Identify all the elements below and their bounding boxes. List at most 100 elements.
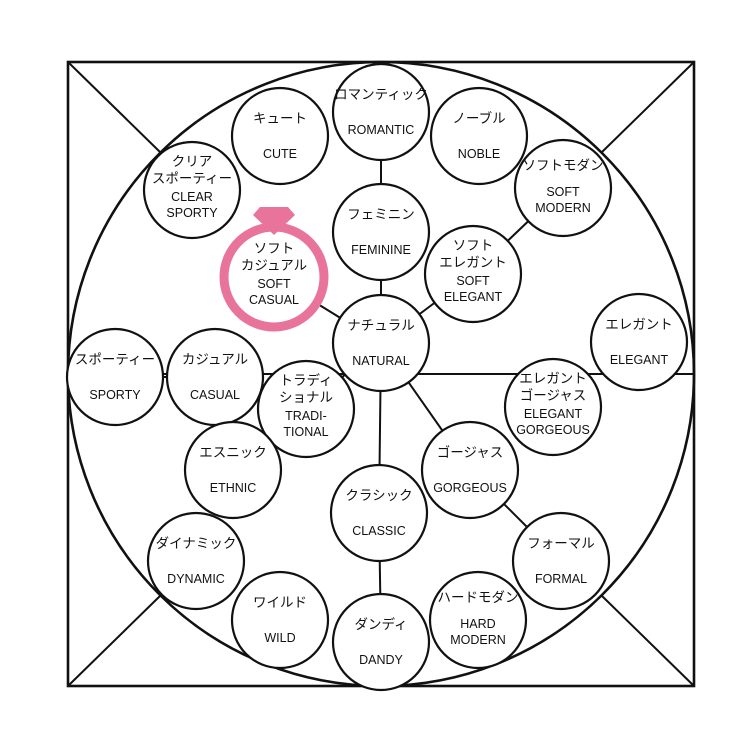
highlight-ring-icon	[219, 207, 329, 332]
node-label-japanese: エレガント	[605, 317, 673, 333]
node-label-english: FORMAL	[535, 572, 587, 586]
node-label-english: GORGEOUS	[516, 423, 590, 437]
node-label-english: SPORTY	[89, 388, 141, 402]
node-label-english: MODERN	[535, 201, 591, 215]
node-label-japanese: キュート	[253, 111, 307, 127]
node-natural: ナチュラル NATURAL	[331, 293, 431, 393]
node-label-japanese: ゴージャス	[520, 387, 587, 404]
node-label-japanese: ソフト	[254, 241, 295, 257]
node-label-english: ELEGANT	[524, 407, 583, 421]
node-circle	[331, 62, 431, 162]
node-circle	[230, 86, 330, 186]
corner-diagonal-bottom-left	[67, 595, 161, 687]
node-wild: ワイルド WILD	[230, 570, 330, 670]
node-circle	[183, 420, 283, 520]
node-label-english: NATURAL	[352, 354, 409, 368]
node-label-english: MODERN	[450, 633, 506, 647]
node-label-japanese: フェミニン	[347, 207, 415, 223]
node-circle	[142, 140, 242, 240]
node-romantic: ロマンティック ROMANTIC	[331, 62, 431, 162]
node-label-english: DYNAMIC	[167, 572, 225, 586]
node-gorgeous: ゴージャス GORGEOUS	[420, 420, 520, 520]
node-label-japanese: クラシック	[345, 488, 412, 504]
node-label-japanese: ハードモダン	[438, 590, 519, 606]
node-label-english: CUTE	[263, 147, 297, 161]
node-circle	[331, 182, 431, 282]
node-circle	[331, 293, 431, 393]
node-label-japanese: ソフト	[453, 238, 494, 254]
node-circle	[331, 592, 431, 692]
node-label-english: CASUAL	[249, 293, 299, 307]
node-circle	[230, 570, 330, 670]
node-label-english: CLEAR	[171, 190, 213, 204]
node-label-english: CLASSIC	[352, 524, 406, 538]
node-label-japanese: ワイルド	[253, 595, 307, 611]
node-label-japanese: ノーブル	[452, 110, 505, 127]
node-label-english: NOBLE	[458, 147, 500, 161]
node-circle	[589, 292, 689, 392]
node-label-english: GORGEOUS	[433, 481, 507, 495]
node-label-english: WILD	[264, 631, 295, 645]
node-label-english: ELEGANT	[610, 353, 669, 367]
node-circle	[423, 224, 523, 324]
node-label-japanese: スポーティー	[152, 171, 232, 187]
node-label-japanese: ナチュラル	[347, 318, 415, 334]
corner-diagonal-top-left	[67, 61, 161, 153]
node-circle	[329, 463, 429, 563]
node-label-english: DANDY	[359, 653, 403, 667]
highlight-ring-gem-icon	[253, 207, 295, 235]
node-label-english: CASUAL	[190, 388, 240, 402]
node-label-english: SOFT	[546, 185, 580, 199]
node-label-english: FEMININE	[351, 243, 411, 257]
node-circle	[165, 327, 265, 427]
node-circle	[428, 570, 528, 670]
node-casual: カジュアル CASUAL	[165, 327, 265, 427]
node-hard-modern: ハードモダン HARD MODERN	[428, 570, 528, 670]
node-classic: クラシック CLASSIC	[329, 463, 429, 563]
node-circle	[146, 511, 246, 611]
node-label-english: SOFT	[456, 274, 490, 288]
node-label-japanese: フォーマル	[527, 536, 595, 552]
node-dynamic: ダイナミック DYNAMIC	[146, 511, 246, 611]
node-formal: フォーマル FORMAL	[511, 511, 611, 611]
node-label-english: SPORTY	[166, 206, 218, 220]
node-circle	[420, 420, 520, 520]
node-circle	[503, 357, 603, 457]
node-label-english: HARD	[460, 617, 495, 631]
node-dandy: ダンディ DANDY	[331, 592, 431, 692]
node-label-japanese: エスニック	[199, 445, 267, 461]
node-label-japanese: ショナル	[279, 390, 333, 406]
node-label-japanese: ロマンティック	[334, 87, 428, 103]
node-circle	[429, 86, 529, 186]
node-circle	[511, 511, 611, 611]
node-label-japanese: ゴージャス	[437, 444, 504, 461]
style-nodes: キュートCUTEロマンティックROMANTICノーブルNOBLEクリアスポーティ…	[65, 62, 689, 692]
node-label-japanese: カジュアル	[241, 258, 307, 274]
node-label-english: TIONAL	[283, 425, 328, 439]
node-label-japanese: ダンディ	[354, 616, 407, 633]
node-soft-modern: ソフトモダン SOFT MODERN	[513, 138, 613, 238]
node-label-japanese: トラディ	[279, 372, 332, 389]
node-label-english: ROMANTIC	[348, 123, 415, 137]
node-label-english: SOFT	[257, 277, 291, 291]
node-circle	[65, 327, 165, 427]
node-label-japanese: エレガント	[439, 255, 507, 271]
node-noble: ノーブル NOBLE	[429, 86, 529, 186]
node-label-japanese: カジュアル	[182, 352, 248, 368]
node-feminine: フェミニン FEMININE	[331, 182, 431, 282]
node-label-japanese: ダイナミック	[156, 536, 237, 552]
node-label-japanese: クリア	[172, 154, 213, 170]
node-label-japanese: エレガント	[519, 371, 587, 387]
node-circle	[256, 359, 356, 459]
node-elegant: エレガント ELEGANT	[589, 292, 689, 392]
node-label-japanese: ソフトモダン	[523, 158, 604, 174]
node-label-english: TRADI-	[285, 409, 327, 423]
